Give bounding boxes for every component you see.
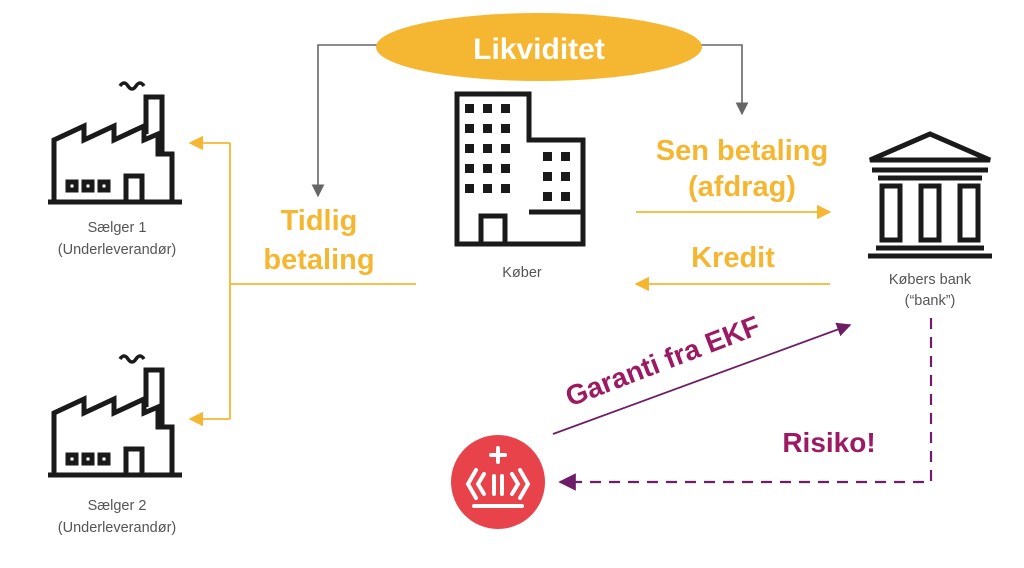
factory-icon bbox=[48, 354, 182, 478]
seller2-label-line1: Sælger 2 bbox=[88, 498, 147, 514]
guarantee-label: Garanti fra EKF bbox=[561, 310, 764, 413]
seller1-label-line1: Sælger 1 bbox=[88, 220, 147, 236]
liquidity-label: Likviditet bbox=[473, 33, 605, 66]
bank-building-icon bbox=[868, 131, 992, 259]
liquidity-badge: Likviditet bbox=[376, 13, 702, 81]
office-building-icon bbox=[454, 91, 586, 247]
liquidity-to-early-payment-arrow bbox=[311, 44, 385, 198]
late-payment-label-line2: (afdrag) bbox=[688, 171, 796, 203]
early-payment-label-line2: betaling bbox=[263, 244, 374, 276]
seller1-label-line2: (Underleverandør) bbox=[58, 242, 176, 258]
bank-label-line1: Købers bank bbox=[889, 272, 972, 288]
liquidity-ellipse bbox=[376, 13, 702, 81]
early-payment-connectors bbox=[188, 135, 416, 427]
factory-icon bbox=[48, 81, 182, 205]
liquidity-connectors bbox=[311, 44, 749, 198]
ekf-crown-logo-icon bbox=[451, 435, 545, 529]
late-payment-label-line1: Sen betaling bbox=[656, 135, 828, 167]
risk-label: Risiko! bbox=[782, 427, 875, 458]
early-payment-label-line1: Tidlig bbox=[281, 205, 358, 237]
buyer-label: Køber bbox=[502, 265, 542, 281]
credit-label: Kredit bbox=[691, 242, 775, 274]
liquidity-to-late-payment-arrow bbox=[695, 44, 749, 116]
bank-label-line2: (“bank”) bbox=[905, 293, 956, 309]
seller2-label-line2: (Underleverandør) bbox=[58, 520, 176, 536]
guarantee-arrow bbox=[552, 322, 852, 435]
